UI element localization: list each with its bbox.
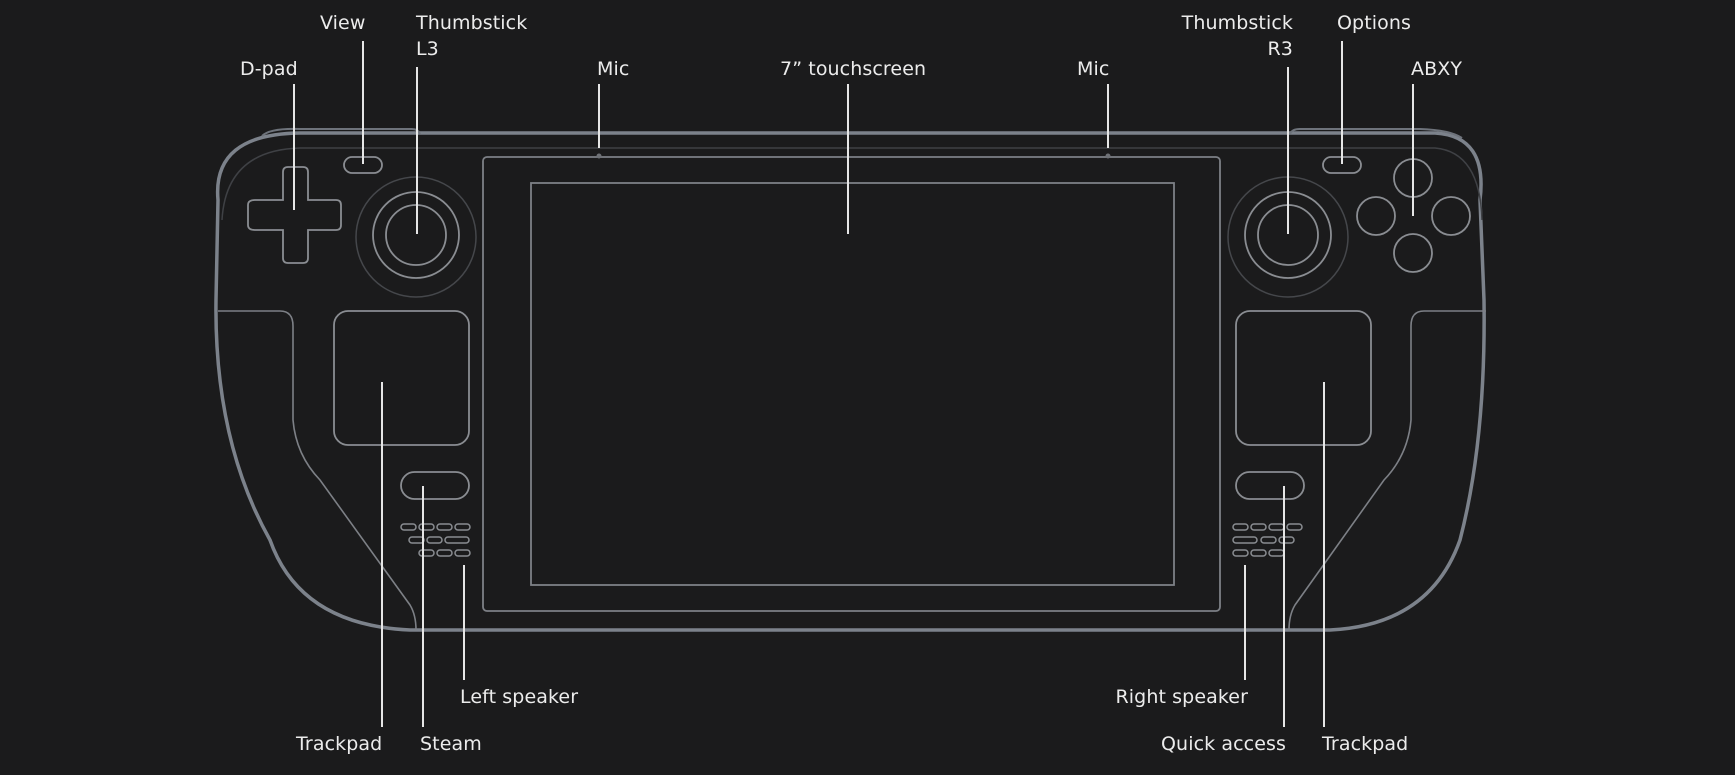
label-abxy: ABXY: [1411, 58, 1463, 80]
label-thumbstick-l3-line1: Thumbstick: [416, 12, 528, 34]
right-trackpad-shape: [1235, 310, 1372, 446]
mic-left-dot: [596, 153, 602, 159]
right-grip-line: [1288, 310, 1486, 631]
button-x-shape: [1356, 196, 1396, 236]
device-body-outline: [214, 131, 1486, 632]
mic-right-dot: [1105, 153, 1111, 159]
label-right-speaker: Right speaker: [1115, 686, 1248, 708]
label-thumbstick-l3-line2: L3: [416, 38, 439, 60]
left-trackpad-shape: [333, 310, 470, 446]
steam-button-shape: [400, 471, 470, 500]
screen-bezel: [482, 156, 1221, 612]
label-trackpad-left: Trackpad: [296, 733, 383, 755]
dpad-shape: [247, 166, 342, 264]
left-grip-line: [218, 310, 417, 631]
label-mic-left: Mic: [597, 58, 630, 80]
left-speaker-grille: [400, 523, 471, 557]
button-a-shape: [1393, 233, 1433, 273]
right-speaker-grille: [1232, 523, 1303, 557]
label-thumbstick-r3-line1: Thumbstick: [1181, 12, 1293, 34]
label-view: View: [320, 12, 366, 34]
label-trackpad-right: Trackpad: [1322, 733, 1409, 755]
label-steam: Steam: [420, 733, 482, 755]
label-touchscreen: 7” touchscreen: [780, 58, 927, 80]
label-mic-right: Mic: [1077, 58, 1110, 80]
label-dpad: D-pad: [240, 58, 298, 80]
quick-access-button-shape: [1235, 471, 1305, 500]
inner-body-line: [221, 147, 1483, 221]
button-b-shape: [1431, 196, 1471, 236]
label-thumbstick-r3-line2: R3: [1267, 38, 1293, 60]
label-left-speaker: Left speaker: [460, 686, 579, 708]
label-options: Options: [1337, 12, 1412, 34]
label-quick-access: Quick access: [1161, 733, 1286, 755]
touchscreen-display: [530, 182, 1175, 586]
left-shoulder-bumper: [261, 127, 421, 137]
right-shoulder-bumper: [1289, 128, 1463, 139]
